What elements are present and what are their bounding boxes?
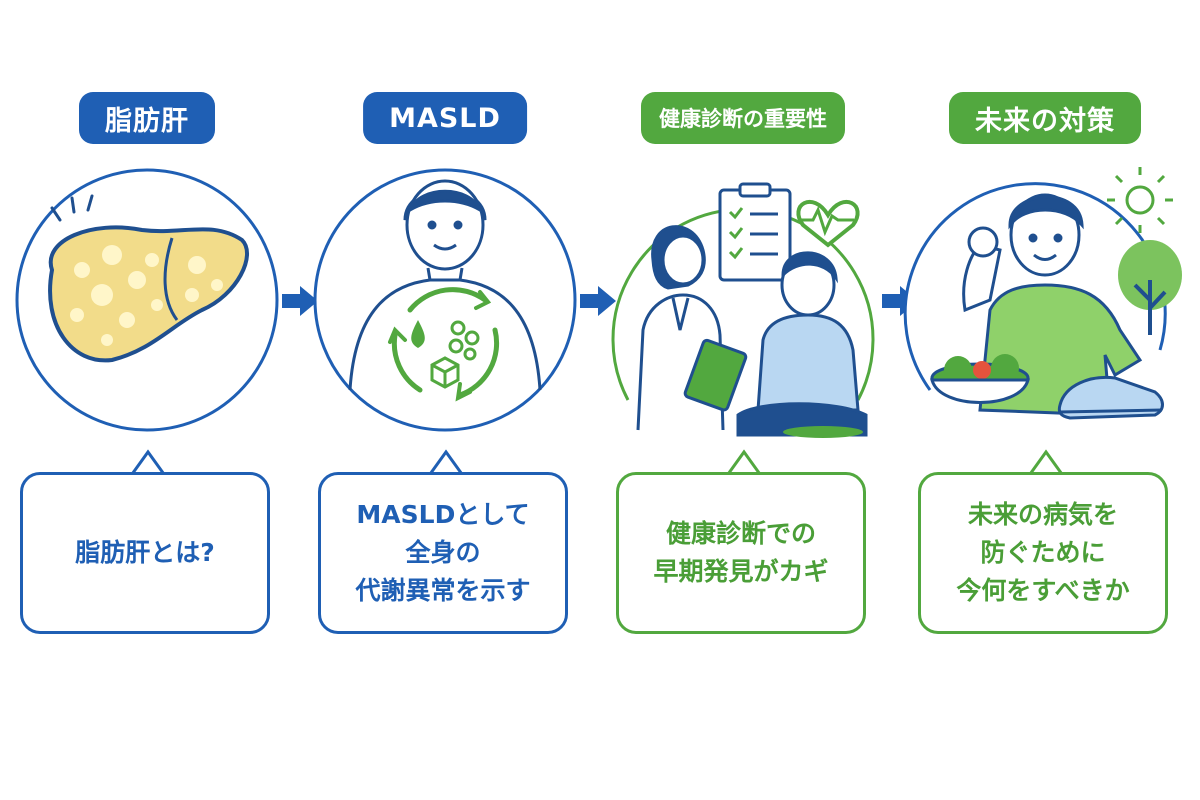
title-fatty-liver: 脂肪肝 bbox=[79, 92, 215, 144]
panel-fatty-liver: 脂肪肝 脂肪肝とは? bbox=[12, 0, 282, 800]
caption-text: 脂肪肝とは? bbox=[75, 538, 215, 567]
drop-icon bbox=[411, 320, 425, 348]
future-measures-illustration bbox=[903, 167, 1182, 420]
health-checkup-illustration bbox=[611, 182, 875, 438]
caption-future-measures: 未来の病気を 防ぐために 今何をすべきか bbox=[918, 472, 1168, 634]
panel-masld: MASLD bbox=[310, 0, 580, 800]
fatty-liver-illustration bbox=[15, 168, 279, 432]
title-masld: MASLD bbox=[363, 92, 527, 144]
caption-health-checkup: 健康診断での 早期発見がカギ bbox=[616, 472, 866, 634]
masld-illustration bbox=[313, 168, 577, 432]
cube-icon bbox=[430, 356, 460, 389]
doctor-icon bbox=[636, 225, 725, 431]
sparkle-icon bbox=[50, 194, 94, 222]
arrow-right-icon bbox=[282, 286, 318, 316]
sun-icon bbox=[1107, 167, 1173, 233]
patient-icon bbox=[736, 251, 868, 438]
arrow-right-icon bbox=[580, 286, 616, 316]
clipboard-icon bbox=[718, 182, 792, 282]
tree-icon bbox=[1118, 240, 1182, 335]
caption-text: MASLDとして 全身の 代謝異常を示す bbox=[355, 500, 531, 605]
caption-masld: MASLDとして 全身の 代謝異常を示す bbox=[318, 472, 568, 634]
title-future-measures: 未来の対策 bbox=[949, 92, 1141, 144]
cycle-arrows-icon bbox=[388, 287, 500, 402]
title-health-checkup: 健康診断の重要性 bbox=[641, 92, 845, 144]
tablet-icon bbox=[683, 338, 748, 412]
panel-health-checkup: 健康診断の重要性 bbox=[608, 0, 878, 800]
caption-text: 健康診断での 早期発見がカギ bbox=[653, 519, 829, 586]
person-icon bbox=[348, 179, 542, 391]
heart-pulse-icon bbox=[796, 199, 860, 248]
caption-text: 未来の病気を 防ぐために 今何をすべきか bbox=[956, 500, 1130, 605]
salad-bowl-icon bbox=[930, 354, 1030, 404]
sneaker-icon bbox=[1057, 375, 1164, 420]
panel-future-measures: 未来の対策 bbox=[903, 0, 1182, 800]
liver-icon bbox=[48, 225, 249, 363]
caption-fatty-liver: 脂肪肝とは? bbox=[20, 472, 270, 634]
molecule-icon bbox=[448, 320, 480, 361]
